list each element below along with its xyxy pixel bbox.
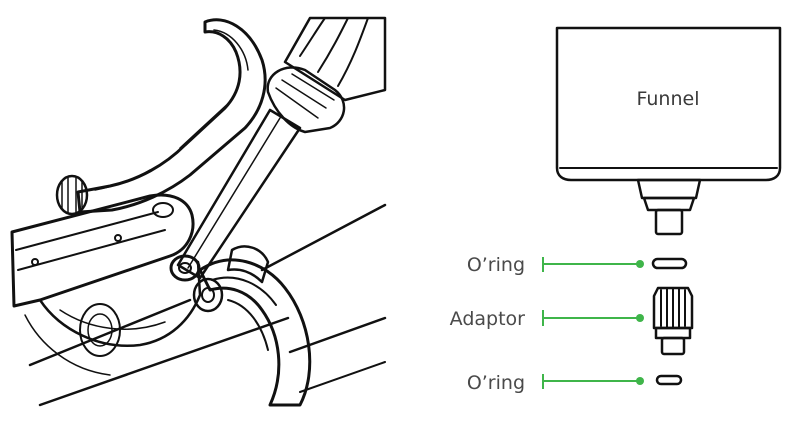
brake-lever-illustration — [10, 18, 387, 407]
hex-key-icon — [176, 16, 387, 280]
callout-label-oring-bottom: O’ring — [467, 372, 525, 394]
callout-leader — [542, 257, 644, 272]
callout-leader — [542, 310, 644, 326]
callout-label-oring-top: O’ring — [467, 254, 525, 276]
adaptor-icon — [652, 286, 694, 356]
funnel-label: Funnel — [637, 88, 700, 110]
callout-label-adaptor: Adaptor — [450, 308, 526, 330]
oring-icon — [651, 257, 688, 270]
oring-icon — [655, 374, 683, 386]
funnel-icon — [555, 26, 782, 236]
callout-leader — [542, 374, 644, 389]
